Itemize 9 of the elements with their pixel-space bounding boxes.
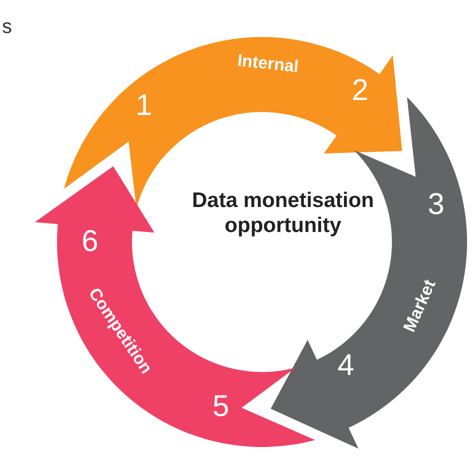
- step-number: 1: [136, 89, 152, 124]
- arrow-label: Internal: [236, 50, 300, 78]
- step-number: 2: [352, 74, 368, 108]
- step-number: 6: [82, 225, 98, 259]
- text-fragment: s: [2, 16, 12, 39]
- step-number: 4: [338, 349, 354, 384]
- center-title: Data monetisation opportunity: [188, 188, 378, 238]
- step-number: 5: [212, 390, 230, 424]
- step-number: 3: [428, 188, 444, 222]
